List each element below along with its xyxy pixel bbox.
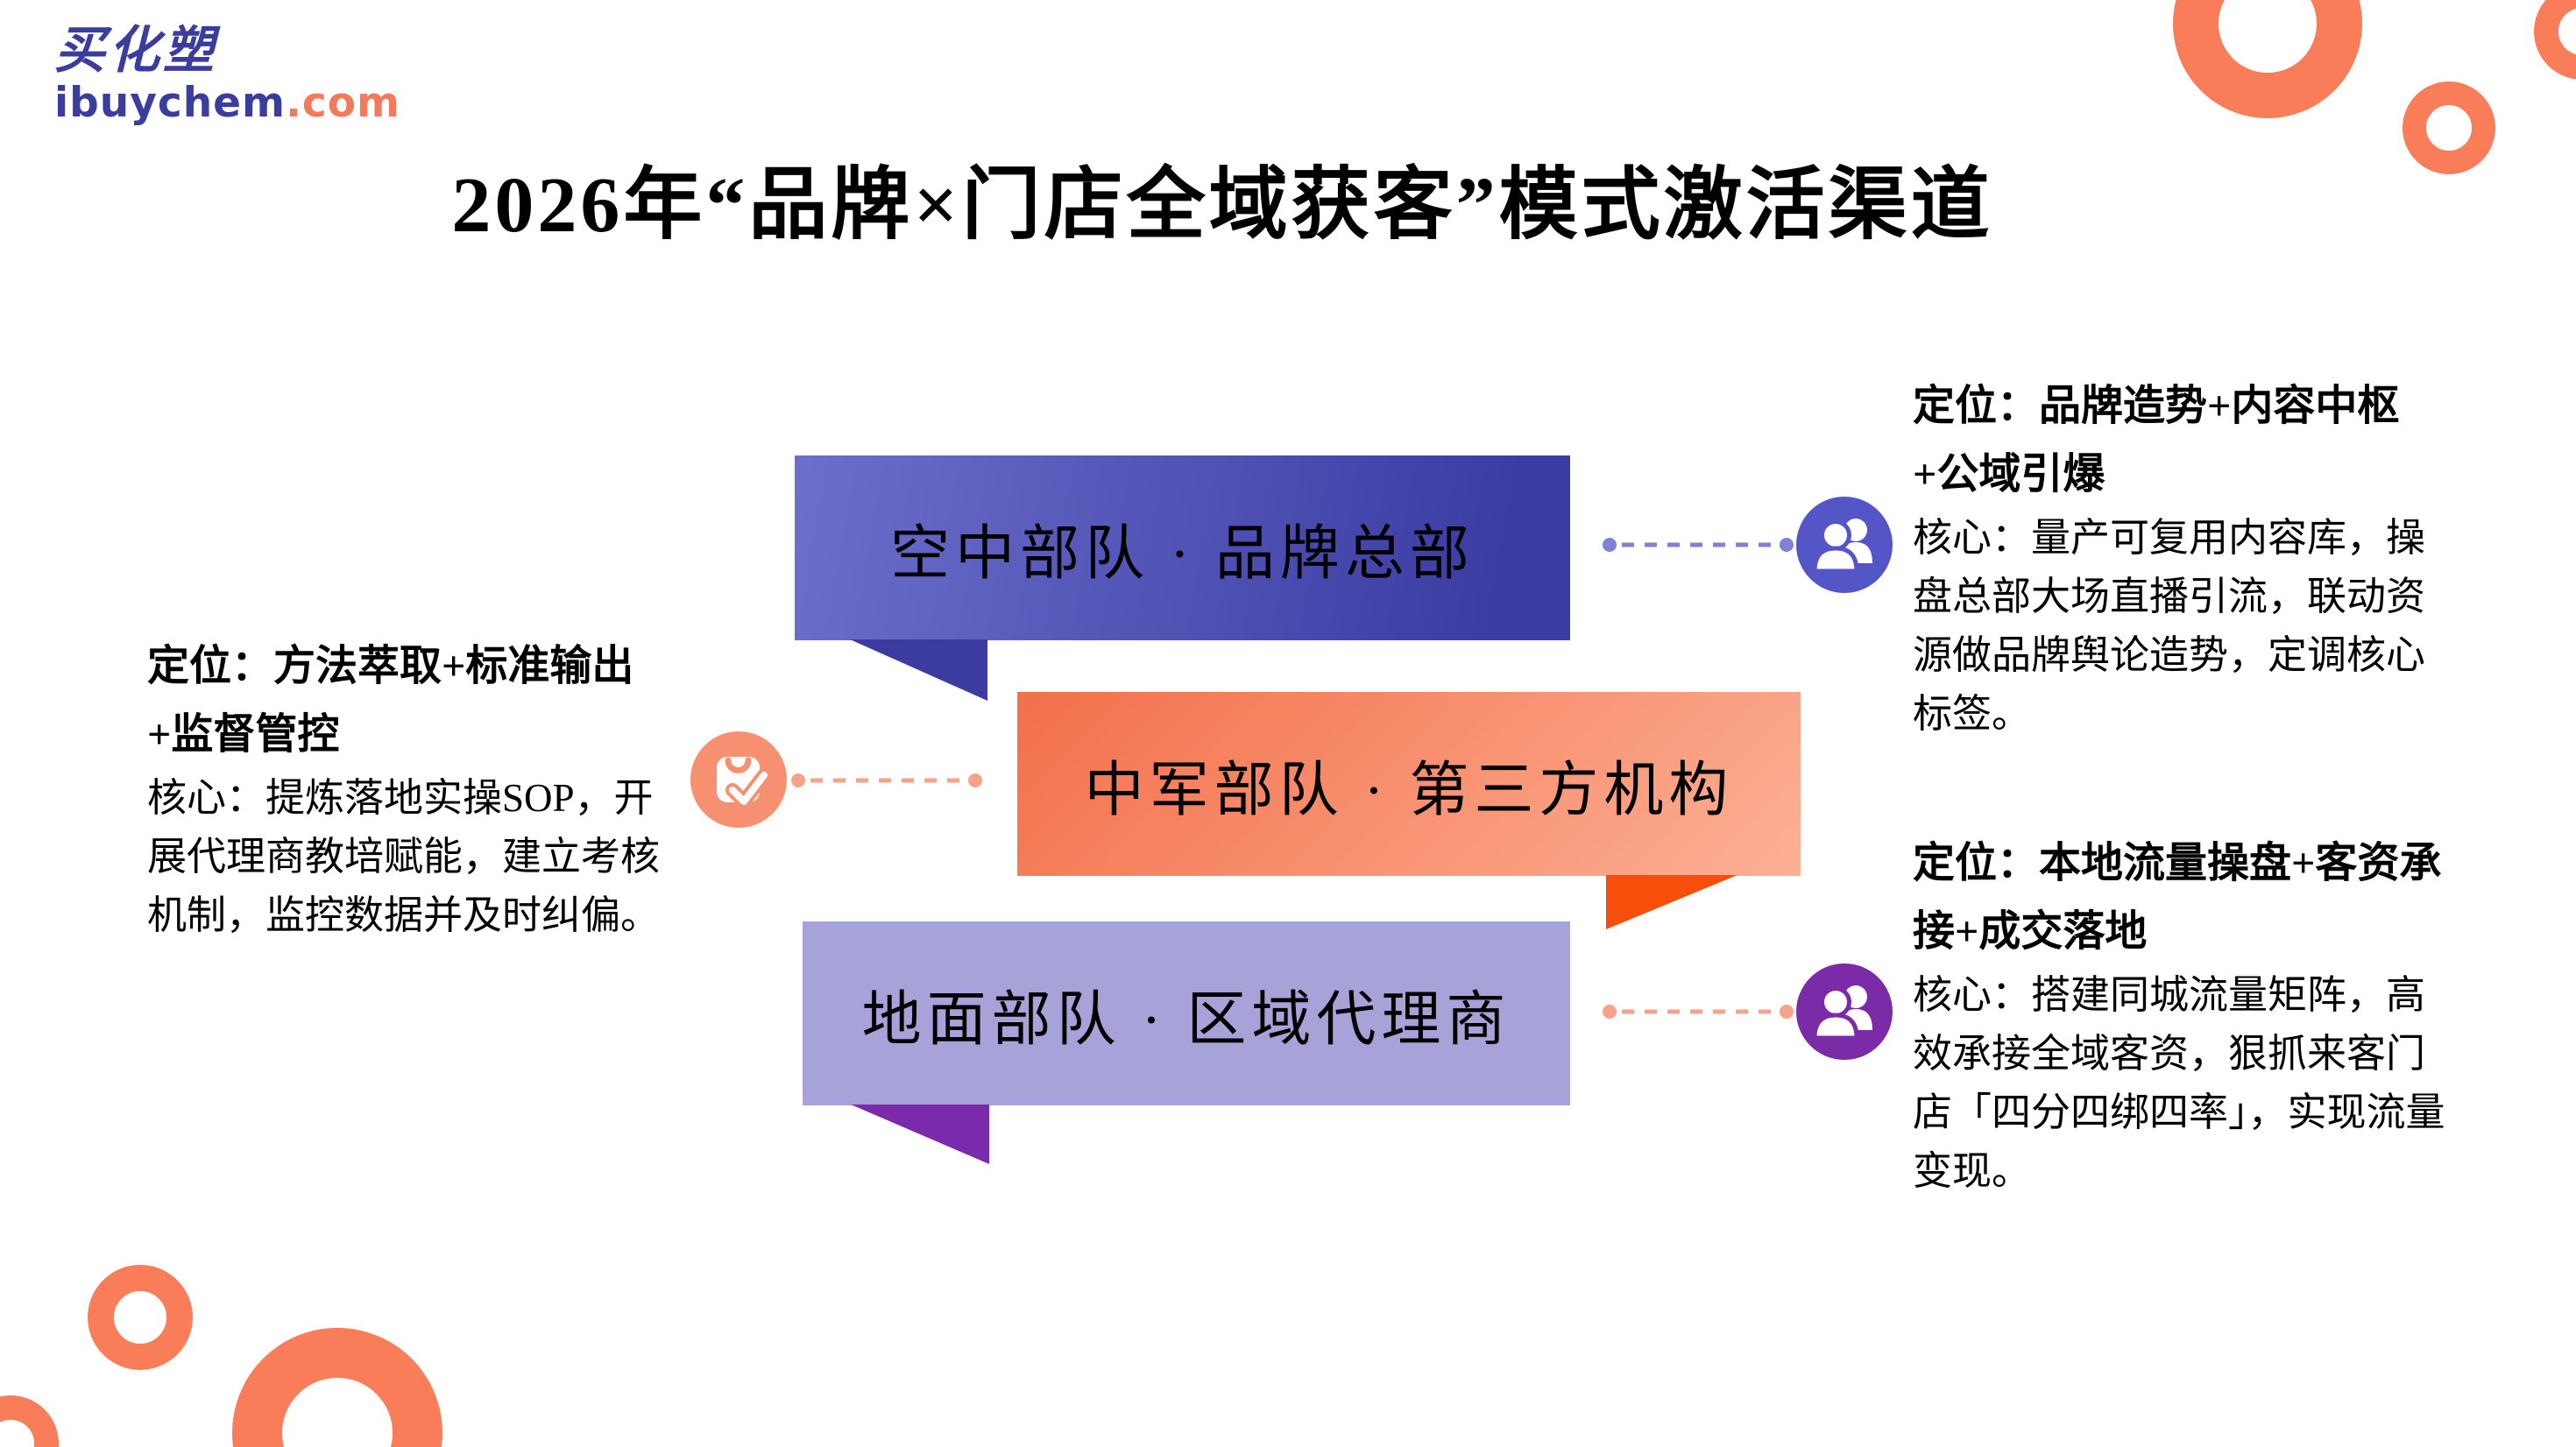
decor-ring — [0, 1395, 59, 1447]
logo: 买化塑 ibuychem.com — [54, 25, 400, 124]
page-title: 2026年“品牌×门店全域获客”模式激活渠道 — [451, 162, 1993, 249]
dashed-connector — [791, 773, 982, 787]
logo-brand-text: 买化塑 — [54, 20, 218, 80]
banner-center-label: 中军部队 · 第三方机构 — [1084, 756, 1734, 823]
decor-ring — [2534, 0, 2576, 80]
note-left-body: 核心：提炼落地实操SOP，开展代理商教培赋能，建立考核机制，监控数据并及时纠偏。 — [147, 776, 661, 937]
note-right-bottom-heading: 定位：本地流量操盘+客资承接+成交落地 — [1913, 840, 2442, 955]
users-icon — [1796, 497, 1893, 593]
logo-domain: ibuychem.com — [54, 82, 400, 124]
note-right-bottom: 定位：本地流量操盘+客资承接+成交落地 核心：搭建同城流量矩阵，高效承接全域客资… — [1913, 829, 2452, 1201]
banner-air-tail — [850, 639, 987, 701]
note-right-top: 定位：品牌造势+内容中枢+公域引爆 核心：量产可复用内容库，操盘总部大场直播引流… — [1913, 372, 2452, 744]
decor-ring — [2403, 81, 2495, 174]
users-icon — [1796, 963, 1893, 1060]
note-right-bottom-body: 核心：搭建同城流量矩阵，高效承接全域客资，狠抓来客门店「四分四绑四率」，实现流量… — [1913, 973, 2445, 1193]
banner-center-forces: 中军部队 · 第三方机构 — [1017, 692, 1801, 876]
banner-ground-tail — [851, 1105, 989, 1164]
decor-ring — [88, 1265, 193, 1370]
banner-air-forces: 空中部队 · 品牌总部 — [795, 455, 1570, 640]
decor-ring — [2173, 0, 2362, 118]
logo-site-text: ibuychem — [54, 79, 287, 127]
dashed-connector — [1603, 538, 1794, 552]
dashed-connector — [1603, 1005, 1794, 1019]
note-right-top-body: 核心：量产可复用内容库，操盘总部大场直播引流，联动资源做品牌舆论造势，定调核心标… — [1913, 516, 2426, 736]
verified-bag-icon — [690, 731, 787, 828]
banner-ground-label: 地面部队 · 区域代理商 — [861, 985, 1511, 1053]
note-left-heading: 定位：方法萃取+标准输出+监督管控 — [147, 643, 634, 758]
note-left: 定位：方法萃取+标准输出+监督管控 核心：提炼落地实操SOP，开展代理商教培赋能… — [147, 632, 677, 945]
decor-ring — [232, 1328, 442, 1447]
note-right-top-heading: 定位：品牌造势+内容中枢+公域引爆 — [1913, 383, 2400, 498]
banner-air-label: 空中部队 · 品牌总部 — [890, 520, 1475, 587]
banner-center-tail — [1606, 875, 1737, 929]
logo-tld-text: .com — [286, 79, 401, 127]
banner-ground-forces: 地面部队 · 区域代理商 — [803, 921, 1570, 1105]
